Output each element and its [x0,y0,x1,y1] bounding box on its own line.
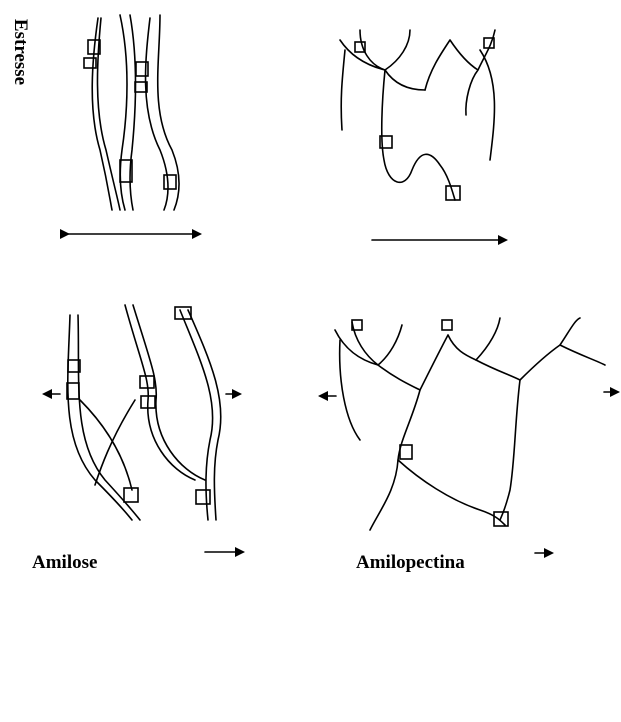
amilopectina-stressed-branches [335,318,605,530]
label-estresse-box: Estresse [0,618,40,722]
label-amilose: Amilose [28,550,101,576]
amilopectina-unstressed-branches [340,30,495,200]
amilose-unstressed-chains [84,15,179,210]
diagram-drawing [0,0,621,613]
label-estresse: Estresse [9,19,31,85]
diagram-canvas: Amilose Amilopectina Estresse [0,0,621,613]
label-amilopectina: Amilopectina [352,550,469,576]
amilose-stressed-chains [67,305,221,520]
